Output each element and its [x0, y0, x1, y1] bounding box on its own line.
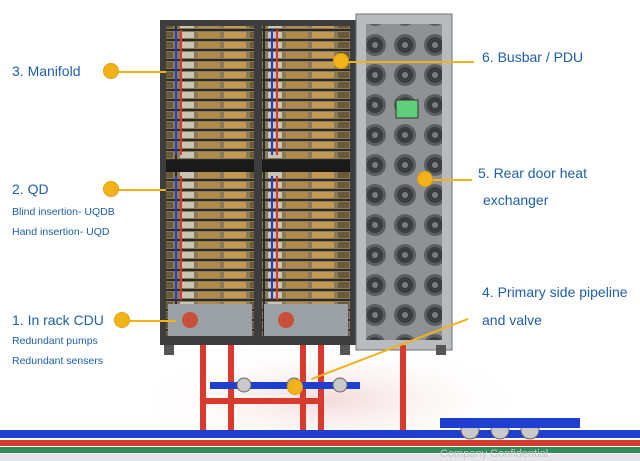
label-manifold: 3. Manifold [12, 63, 81, 79]
floor [0, 454, 640, 461]
bay-divider-left [166, 160, 254, 172]
callout-dot-cdu [115, 313, 129, 327]
label-busbar: 6. Busbar / PDU [482, 49, 584, 65]
label-cdu-line-1: Redundant pumps [12, 335, 98, 347]
main-blue-pipe [0, 430, 640, 438]
rack-bay-left [166, 26, 254, 336]
label-pipeline: 4. Primary side pipeline [482, 284, 628, 300]
rack-bay-right [262, 26, 350, 336]
label-qd-line-1: Blind insertion- UQDB [12, 206, 115, 218]
label-pipeline-line-2: and valve [482, 312, 542, 328]
bay-divider-right [262, 160, 350, 172]
callout-dot-manifold [104, 64, 118, 78]
callout-dot-busbar [334, 54, 348, 68]
label-qd: 2. QD [12, 181, 49, 197]
leader-rdhx [428, 179, 472, 181]
watermark: Company Confidential [440, 448, 549, 460]
leader-busbar [346, 61, 474, 63]
label-cdu: 1. In rack CDU [12, 312, 104, 328]
label-rdhx: 5. Rear door heat [478, 165, 587, 181]
callout-dot-qd [104, 182, 118, 196]
label-cdu-line-2: Redundant sensers [12, 355, 104, 367]
main-green-band [0, 447, 640, 453]
leader-manifold [118, 71, 166, 73]
callout-dot-rdhx [418, 172, 432, 186]
cdu-right [264, 304, 348, 336]
label-qd-line-2: Hand insertion- UQD [12, 226, 110, 238]
manifold-pipes [175, 30, 278, 300]
leader-qd [118, 189, 166, 191]
leader-cdu [128, 320, 176, 322]
floor-valves [440, 418, 580, 440]
door-display [395, 99, 419, 119]
label-rdhx-line-2: exchanger [483, 192, 549, 208]
cdu-left [168, 304, 252, 336]
callout-dot-pipeline [288, 380, 302, 394]
main-red-pipe [0, 440, 640, 446]
